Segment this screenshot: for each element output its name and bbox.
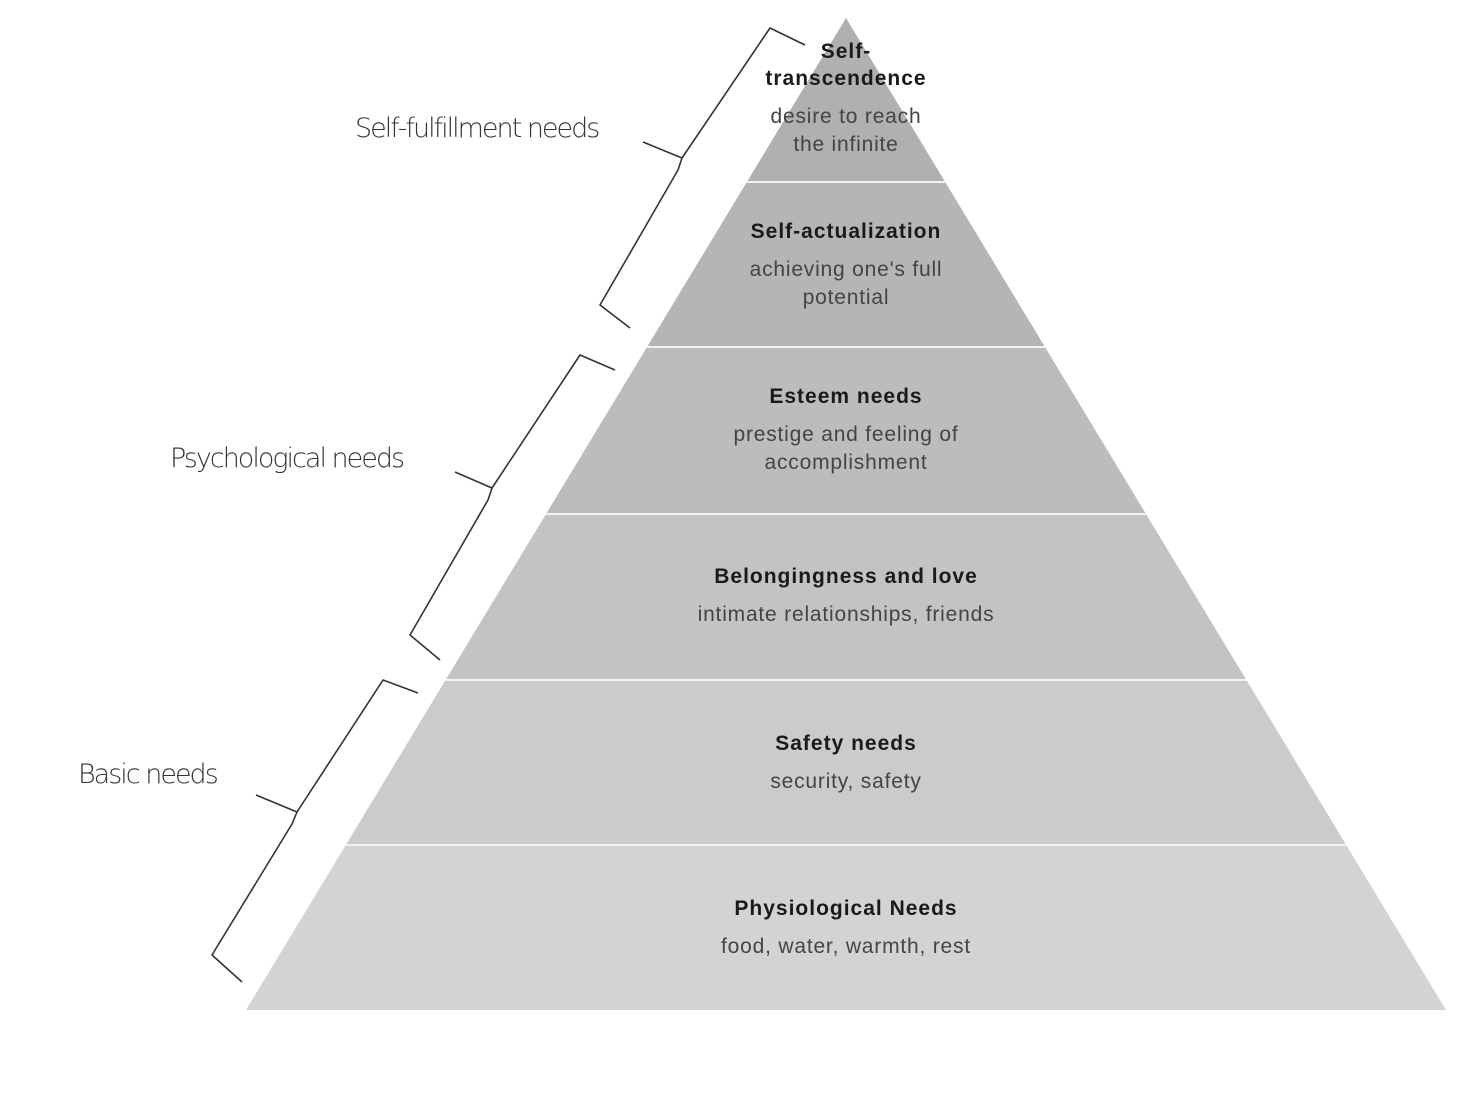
level-description: food, water, warmth, rest — [721, 935, 971, 958]
pyramid-level-2 — [546, 347, 1146, 514]
level-description: security, safety — [770, 770, 921, 793]
level-title: Self- — [821, 40, 872, 63]
level-description: desire to reach — [771, 105, 922, 128]
level-title: Physiological Needs — [734, 897, 957, 920]
pyramid-level-3 — [445, 514, 1247, 680]
group-label-self-fulfillment: Self-fulfillment needs — [355, 113, 599, 144]
brace-basic — [211, 679, 419, 983]
pyramid-level-1 — [647, 182, 1045, 347]
level-description: prestige and feeling of — [733, 423, 958, 446]
level-description: intimate relationships, friends — [698, 603, 995, 626]
brace-self-fulfillment — [599, 27, 806, 329]
group-label-basic: Basic needs — [78, 759, 218, 790]
level-title: transcendence — [765, 67, 926, 90]
level-title: Safety needs — [775, 732, 917, 755]
pyramid-level-4 — [345, 680, 1347, 845]
level-description: the infinite — [793, 133, 898, 156]
pyramid-level-5 — [246, 845, 1446, 1010]
level-description: accomplishment — [765, 451, 928, 474]
pyramid-level-0 — [746, 18, 946, 182]
group-label-psychological: Psychological needs — [170, 443, 404, 474]
brace-psychological — [409, 354, 616, 661]
level-title: Self-actualization — [751, 220, 942, 243]
level-title: Esteem needs — [769, 385, 922, 408]
level-description: achieving one's full — [750, 258, 943, 281]
level-title: Belongingness and love — [714, 565, 978, 588]
level-description: potential — [803, 286, 890, 309]
